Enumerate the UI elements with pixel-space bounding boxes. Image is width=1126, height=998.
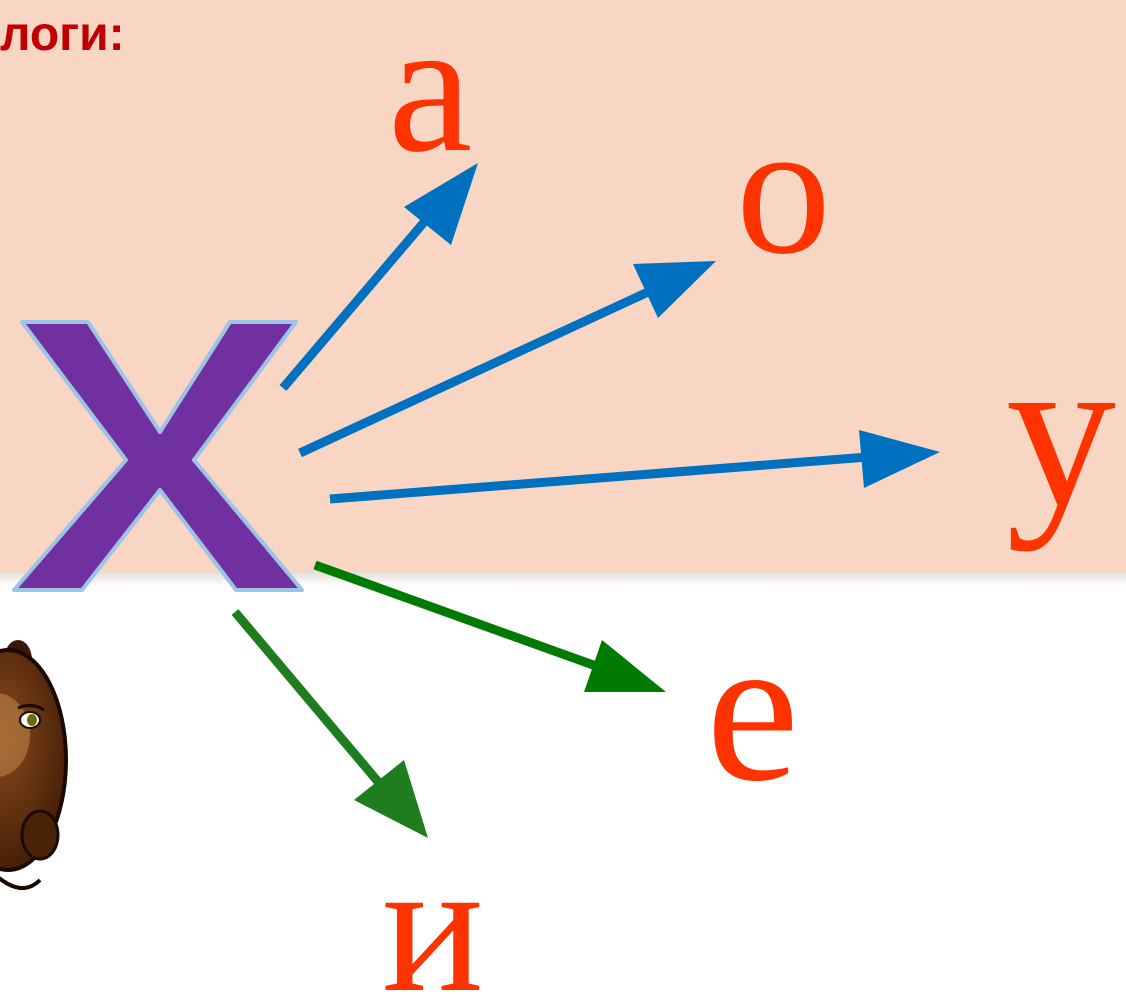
arrow-to-a-icon (279, 163, 478, 391)
vowel-a: а (388, 0, 473, 192)
vowel-u: у (1006, 308, 1116, 552)
arrow-to-o-icon (298, 261, 716, 458)
vowel-i: и (382, 822, 484, 998)
vowel-e: е (706, 593, 800, 825)
arrow-to-i-icon (231, 609, 428, 838)
arrow-to-e-icon (313, 560, 666, 692)
consonant-letter (12, 320, 304, 592)
bear-character-icon (0, 640, 68, 890)
heading-text: логи: (0, 8, 125, 61)
arrow-to-u-icon (329, 430, 940, 504)
vowel-o: о (736, 84, 831, 294)
